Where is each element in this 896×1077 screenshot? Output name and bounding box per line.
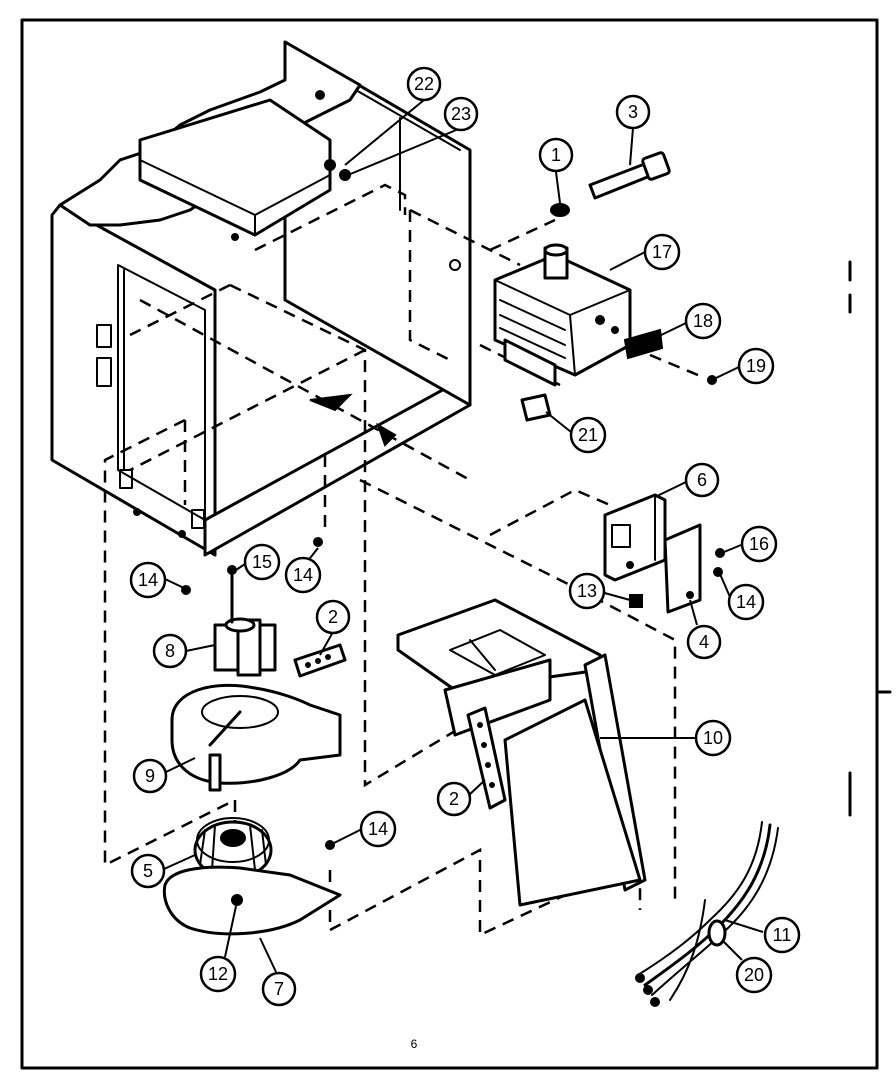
- blower-wheel: [193, 817, 273, 880]
- svg-text:10: 10: [703, 728, 723, 748]
- svg-text:13: 13: [577, 581, 597, 601]
- screw-part: [715, 548, 725, 558]
- svg-text:18: 18: [693, 311, 713, 331]
- callout-17: 17: [643, 233, 681, 271]
- cabinet-chassis: [50, 40, 472, 557]
- fan-housing: [170, 683, 342, 792]
- callout-14c: 14: [359, 810, 397, 848]
- svg-text:3: 3: [628, 102, 638, 122]
- callout-3: 3: [615, 94, 651, 130]
- svg-text:5: 5: [143, 861, 153, 881]
- callout-10: 10: [694, 719, 732, 757]
- clip-part: [629, 594, 643, 608]
- fan-motor: [213, 568, 277, 677]
- callout-6: 6: [684, 462, 720, 498]
- callout-13: 13: [568, 572, 606, 610]
- svg-text:11: 11: [773, 925, 792, 945]
- svg-text:8: 8: [165, 641, 175, 661]
- callout-14d: 14: [727, 583, 765, 621]
- svg-text:2: 2: [328, 607, 338, 627]
- svg-text:6: 6: [697, 470, 707, 490]
- svg-text:7: 7: [274, 979, 284, 999]
- fuse-rod: [588, 151, 671, 200]
- callout-8: 8: [152, 633, 188, 669]
- screw-part: [313, 537, 323, 547]
- callout-12: 12: [199, 955, 237, 993]
- svg-text:9: 9: [145, 766, 155, 786]
- callout-23: 23: [443, 96, 479, 132]
- screw-part: [707, 375, 717, 385]
- mounting-strip: [293, 643, 347, 678]
- callout-2b: 2: [436, 781, 472, 817]
- page-border: [20, 18, 879, 1070]
- leader-lines: [163, 99, 764, 973]
- callout-2a: 2: [315, 599, 351, 635]
- mounting-strip: [466, 706, 507, 810]
- svg-text:14: 14: [138, 570, 158, 590]
- svg-text:15: 15: [252, 552, 272, 572]
- svg-text:14: 14: [368, 819, 388, 839]
- page-number: 6: [411, 1037, 418, 1051]
- callout-15: 15: [243, 543, 281, 581]
- callout-5: 5: [130, 853, 166, 889]
- callout-19: 19: [737, 347, 775, 385]
- nut-part: [550, 203, 570, 217]
- svg-text:4: 4: [699, 632, 709, 652]
- control-board: [603, 493, 667, 582]
- base-plate: [162, 865, 342, 936]
- callout-22: 22: [406, 66, 442, 102]
- fastener-part: [324, 159, 336, 171]
- callout-11: 11: [763, 916, 801, 954]
- svg-text:16: 16: [749, 534, 769, 554]
- callout-14b: 14: [284, 556, 322, 594]
- connector-part: [623, 328, 664, 360]
- air-duct: [396, 598, 647, 907]
- svg-text:19: 19: [746, 356, 766, 376]
- mounting-bracket: [663, 523, 702, 614]
- callout-14a: 14: [129, 561, 167, 599]
- callout-1: 1: [538, 137, 574, 173]
- svg-text:17: 17: [652, 242, 672, 262]
- svg-text:23: 23: [451, 104, 471, 124]
- svg-text:14: 14: [293, 565, 313, 585]
- svg-text:20: 20: [744, 965, 764, 985]
- magnetron: [493, 243, 632, 387]
- screw-part: [227, 565, 237, 575]
- callout-16: 16: [740, 525, 778, 563]
- svg-text:22: 22: [414, 74, 434, 94]
- screw-part: [325, 840, 335, 850]
- svg-text:12: 12: [208, 964, 228, 984]
- callout-7: 7: [261, 971, 297, 1007]
- callout-4: 4: [686, 624, 722, 660]
- callout-18: 18: [684, 302, 722, 340]
- svg-text:2: 2: [449, 789, 459, 809]
- svg-text:14: 14: [736, 592, 756, 612]
- wire-harness: [635, 821, 779, 1007]
- callout-9: 9: [132, 758, 168, 794]
- callout-20: 20: [735, 956, 773, 994]
- svg-text:21: 21: [578, 425, 598, 445]
- thermal-cutout: [520, 393, 552, 422]
- callout-21: 21: [569, 416, 607, 454]
- svg-text:1: 1: [551, 145, 561, 165]
